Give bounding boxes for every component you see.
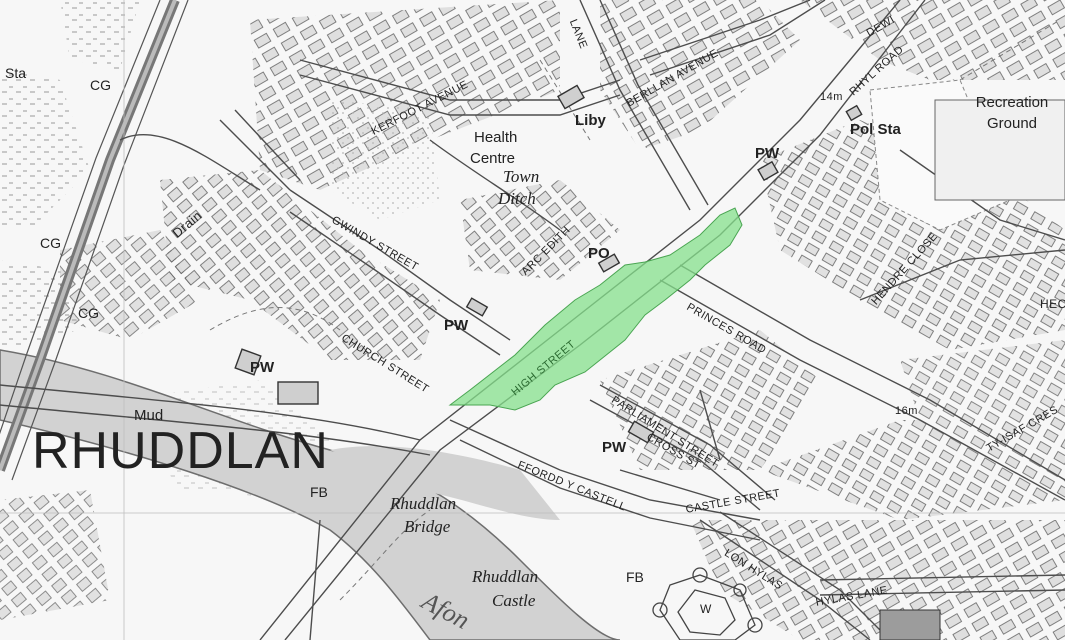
label-cg-left: CG (40, 235, 61, 251)
label-centre: Centre (470, 150, 516, 167)
label-rhuddlan-castle-1: Rhuddlan (472, 567, 539, 586)
label-recreation: Recreation (975, 94, 1049, 111)
label-rhuddlan-bridge-2: Bridge (404, 517, 451, 536)
label-sta: Sta (5, 65, 27, 81)
label-health: Health (474, 129, 518, 146)
label-pw-mid: PW (444, 317, 469, 334)
label-fb-right: FB (626, 569, 644, 585)
label-post-office: PO (588, 245, 610, 262)
label-pw-left: PW (250, 359, 275, 376)
label-police-station: Pol Sta (850, 121, 901, 138)
label-hec: HEC (1040, 297, 1065, 311)
high-street-highlight (448, 207, 743, 411)
town-name-rhuddlan: RHUDDLAN (32, 422, 329, 480)
label-rhuddlan-castle-2: Castle (492, 591, 536, 610)
label-pw-top: PW (755, 145, 780, 162)
castle-outline (652, 567, 763, 640)
label-fb-left: FB (310, 484, 328, 500)
label-mud: Mud (134, 407, 164, 424)
open-space-dotted (330, 100, 440, 220)
landmark-buildings (234, 84, 1065, 444)
bottom-right-building (879, 609, 941, 640)
label-town: Town (503, 167, 540, 186)
railway (0, 0, 189, 481)
label-cg-top: CG (90, 77, 111, 93)
label-ground: Ground (986, 115, 1038, 132)
label-cg-mid: CG (78, 305, 99, 321)
label-pw-bottom: PW (602, 439, 627, 456)
river (0, 349, 621, 640)
label-height-16m: 16m (895, 405, 918, 417)
label-library: Liby (575, 112, 606, 129)
label-height-14m: 14m (820, 91, 843, 103)
label-rhuddlan-bridge-1: Rhuddlan (390, 494, 457, 513)
castle-w-mark: W (700, 602, 712, 616)
label-ditch: Ditch (498, 189, 536, 208)
